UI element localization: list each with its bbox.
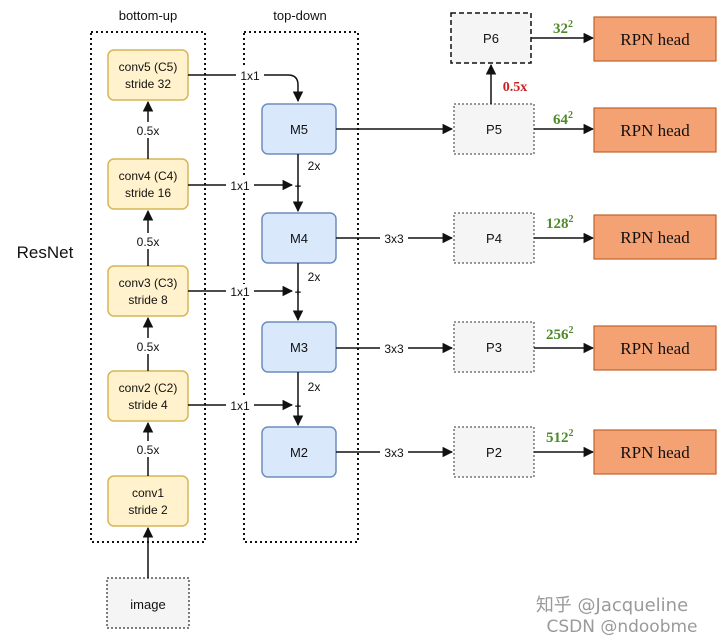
conv5-stride: stride 32 (125, 77, 171, 91)
conv4-stride: stride 16 (125, 186, 171, 200)
lateral-label-c4: 1x1 (230, 179, 250, 193)
label-bg (226, 398, 254, 412)
downsample-label-c4-c5: 0.5x (137, 124, 160, 138)
rpn-head-label: RPN head (620, 339, 690, 358)
conv1-stride: stride 2 (128, 503, 168, 517)
p5-label: P5 (486, 122, 502, 137)
watermark-line2: CSDN @ndoobme (546, 617, 697, 637)
rpn-head-p5: RPN head (593, 107, 717, 153)
downsample-label-c3-c4: 0.5x (137, 235, 160, 249)
m2-block: M2 (261, 426, 337, 478)
conv4-name: conv4 (C4) (119, 169, 178, 183)
rpn-head-p2: RPN head (593, 429, 717, 475)
anchor-size-p3: 2562 (546, 325, 574, 343)
conv3-stride: stride 8 (128, 293, 168, 307)
anchor-size-p2: 5122 (546, 428, 574, 446)
conv2-name: conv2 (C2) (119, 381, 178, 395)
conv3-name: conv3 (C3) (119, 276, 178, 290)
anchor-size-p5: 642 (553, 110, 573, 128)
conv5-name: conv5 (C5) (119, 60, 178, 74)
merge-plus-m3: + (295, 287, 301, 299)
p3-block: P3 (453, 321, 535, 373)
rpn-head-label: RPN head (620, 30, 690, 49)
m3-block: M3 (261, 321, 337, 373)
p6-label: P6 (483, 31, 499, 46)
lateral-c5-arrow (188, 74, 304, 103)
m4-block: M4 (261, 212, 337, 264)
label-bg (380, 341, 408, 355)
p5-block: P5 (453, 103, 535, 155)
bottom-up-title: bottom-up (119, 8, 178, 23)
conv2-stride: stride 4 (128, 398, 168, 412)
merge-plus-m2: + (295, 401, 301, 413)
rpn-head-p6: RPN head (593, 16, 717, 62)
smooth-label-m2: 3x3 (384, 446, 404, 460)
m4-label: M4 (290, 231, 308, 246)
conv1-block: conv1 stride 2 (107, 475, 189, 527)
label-bg (226, 284, 254, 298)
conv3-block: conv3 (C3) stride 8 (107, 265, 189, 317)
watermark-line1: 知乎 @Jacqueline (536, 595, 688, 616)
conv2-block: conv2 (C2) stride 4 (107, 370, 189, 422)
lateral-label-c5: 1x1 (240, 69, 260, 83)
downsample-label-c2-c3: 0.5x (137, 340, 160, 354)
lateral-label-c3: 1x1 (230, 285, 250, 299)
m3-label: M3 (290, 340, 308, 355)
label-bg (130, 338, 166, 354)
label-bg (130, 122, 166, 138)
anchor-size-p4: 1282 (546, 214, 574, 232)
conv5-block: conv5 (C5) stride 32 (107, 49, 189, 101)
rpn-head-label: RPN head (620, 443, 690, 462)
m2-label: M2 (290, 445, 308, 460)
upsample-label-m4-m3: 2x (308, 270, 321, 284)
downsample-label-c1-c2: 0.5x (137, 443, 160, 457)
rpn-head-p3: RPN head (593, 325, 717, 371)
label-bg (380, 231, 408, 245)
conv4-block: conv4 (C4) stride 16 (107, 158, 189, 210)
label-bg (130, 441, 166, 457)
merge-plus-m4: + (295, 181, 301, 193)
smooth-label-m3: 3x3 (384, 342, 404, 356)
rpn-head-label: RPN head (620, 121, 690, 140)
p2-label: P2 (486, 445, 502, 460)
smooth-label-m4: 3x3 (384, 232, 404, 246)
upsample-label-m3-m2: 2x (308, 380, 321, 394)
label-bg (236, 68, 264, 82)
label-bg (380, 445, 408, 459)
label-bg (226, 178, 254, 192)
p6-block: P6 (450, 12, 532, 64)
conv1-name: conv1 (132, 486, 164, 500)
top-down-group (243, 31, 359, 543)
m5-block: M5 (261, 103, 337, 155)
p6-scale-label: 0.5x (503, 80, 528, 95)
p2-block: P2 (453, 426, 535, 478)
upsample-label-m5-m4: 2x (308, 159, 321, 173)
anchor-size-p6: 322 (553, 19, 573, 37)
m5-label: M5 (290, 122, 308, 137)
label-bg (130, 233, 166, 249)
rpn-head-label: RPN head (620, 228, 690, 247)
p4-block: P4 (453, 212, 535, 264)
resnet-label: ResNet (17, 243, 74, 262)
top-down-title: top-down (273, 8, 326, 23)
lateral-label-c2: 1x1 (230, 399, 250, 413)
rpn-head-p4: RPN head (593, 214, 717, 260)
p4-label: P4 (486, 231, 502, 246)
p3-label: P3 (486, 340, 502, 355)
image-input-label: image (130, 597, 165, 612)
